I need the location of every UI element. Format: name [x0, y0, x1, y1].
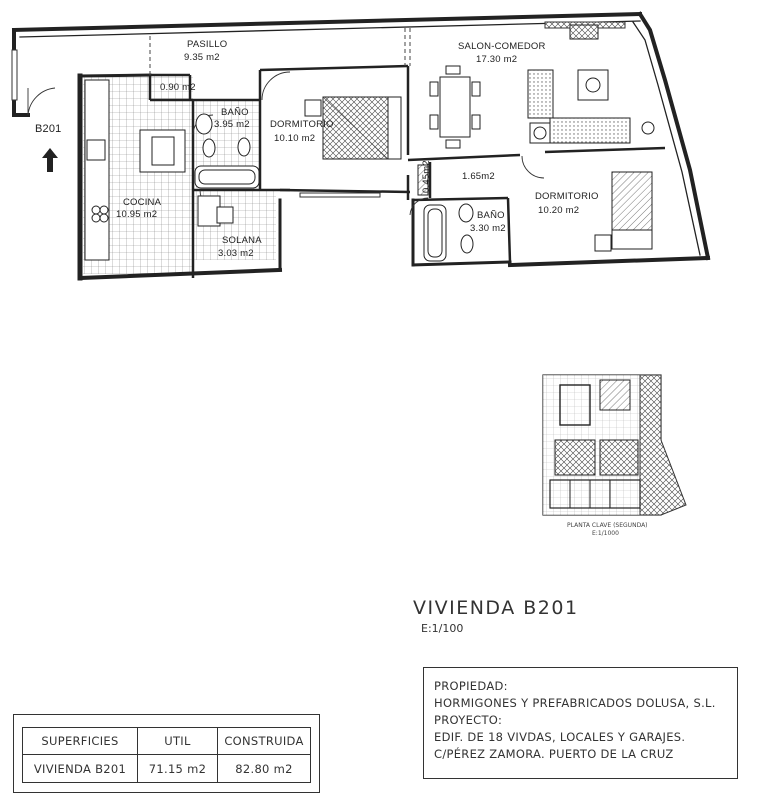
cell-vivienda: VIVIENDA B201 [23, 755, 138, 782]
interior-walls [148, 64, 666, 278]
label-aux-area: 0.90 m2 [160, 82, 196, 93]
bathroom2-fixtures [417, 164, 474, 262]
bathroom1-fixtures [194, 113, 260, 227]
label-dormitorio1-name: DORMITORIO [270, 119, 334, 130]
label-entrance: B201 [35, 123, 62, 135]
label-dormitorio1-area: 10.10 m2 [274, 133, 315, 144]
exterior-walls [11, 11, 711, 281]
project-address: C/PÉREZ ZAMORA. PUERTO DE LA CRUZ [434, 747, 674, 761]
cell-util: 71.15 m2 [138, 755, 218, 782]
label-bano2-area: 3.30 m2 [470, 223, 506, 234]
project-name: EDIF. DE 18 VIVDAS, LOCALES Y GARAJES. [434, 730, 686, 744]
cell-construida: 82.80 m2 [235, 761, 293, 776]
label-salon-area: 17.30 m2 [476, 54, 517, 65]
room-labels: PASILLO 9.35 m2 0.90 m2 BAÑO 3.95 m2 DOR… [35, 39, 599, 259]
label-bano1-name: BAÑO [221, 107, 249, 118]
label-salon-name: SALON-COMEDOR [458, 41, 546, 52]
info-box: PROPIEDAD: HORMIGONES Y PREFABRICADOS DO… [423, 667, 738, 779]
keyplan-scale: E:1/1000 [592, 530, 619, 537]
label-hall-area: 1.65m2 [462, 171, 495, 182]
bed-dormitorio2 [594, 171, 653, 252]
header-construida: CONSTRUIDA [218, 728, 310, 755]
label-solana-area: 3.03 m2 [218, 248, 254, 259]
keyplan-caption: PLANTA CLAVE (SEGUNDA) [567, 522, 648, 529]
label-pasillo-area: 9.35 m2 [184, 52, 220, 63]
label-bano2-name: BAÑO [477, 210, 505, 221]
label-pasillo-name: PASILLO [187, 39, 227, 50]
label-cocina-name: COCINA [123, 197, 162, 208]
owner-name: HORMIGONES Y PREFABRICADOS DOLUSA, S.L. [434, 696, 716, 710]
surfaces-table: SUPERFICIES UTIL CONSTRUIDA VIVIENDA B20… [13, 714, 320, 793]
kitchen-furniture [84, 79, 186, 261]
entrance-arrow-icon [42, 148, 58, 172]
zone-separators [149, 28, 411, 75]
bed-dormitorio1 [304, 96, 402, 160]
label-cocina-area: 10.95 m2 [116, 209, 157, 220]
key-plan: PLANTA CLAVE (SEGUNDA) E:1/1000 [542, 374, 687, 537]
label-bano1-area: 3.95 m2 [214, 119, 250, 130]
label-dormitorio2-name: DORMITORIO [535, 191, 599, 202]
drawing-scale: E:1/100 [421, 622, 464, 635]
label-dormitorio2-area: 10.20 m2 [538, 205, 579, 216]
drawing-title: VIVIENDA B201 [413, 597, 579, 619]
project-label: PROYECTO: [434, 713, 503, 727]
label-closet-area: 0.45m2 [421, 160, 432, 193]
label-solana-name: SOLANA [222, 235, 262, 246]
salon-furniture [429, 24, 655, 149]
header-util: UTIL [138, 728, 218, 755]
header-superficies: SUPERFICIES [23, 728, 138, 755]
owner-label: PROPIEDAD: [434, 679, 508, 693]
